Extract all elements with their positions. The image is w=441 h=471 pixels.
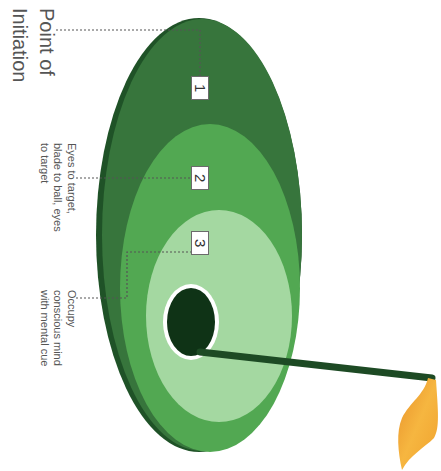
callout-label: Eyes to target, blade to ball, eyes to t…: [38, 143, 78, 243]
callout-number: 2: [191, 166, 209, 190]
callout-number: 3: [191, 231, 209, 255]
green-ring: 123: [96, 18, 302, 452]
callout-label: Point of Initiation: [6, 8, 60, 148]
callout-number: 1: [191, 76, 209, 100]
green-ring: 23: [120, 124, 300, 452]
ellipse-outline: [146, 210, 292, 422]
green-ring: 3: [146, 210, 292, 422]
callout-label: Occupy conscious mind with mental cue: [38, 290, 78, 378]
flag: [398, 378, 438, 470]
